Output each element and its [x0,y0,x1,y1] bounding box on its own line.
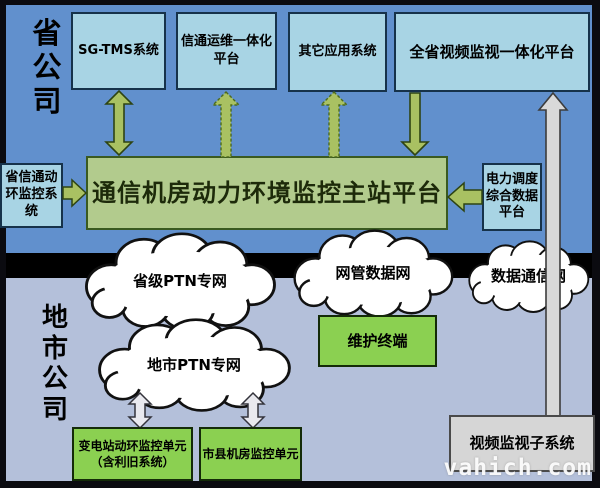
arrow-bidirectional-county-icon [240,391,266,430]
watermark: vahich.com [443,455,592,481]
main-platform-label: 通信机房动力环境监控主站平台 [92,178,442,207]
arrow-down-video-platform-icon [400,92,430,157]
arrow-right-left-system-icon [62,178,88,208]
network-cloud-label: 数据通信网 [490,266,566,285]
arrow-left-right-system-icon [446,181,483,213]
system-box-label: 信通运维一体化 平台 [180,34,272,67]
frame-border-bottom [0,481,600,488]
unit-box-label: 视频监视子系统 [469,434,575,453]
unit-box-county-room-monitor: 市县机房监控单元 [199,427,302,481]
section-label-province: 省公司 [32,16,62,119]
system-box-sg-tms: SG-TMS系统 [71,12,166,90]
system-box-other-apps: 其它应用系统 [288,12,387,92]
arrow-bidirectional-sgtms-icon [104,89,134,157]
network-cloud-provincial-ptn: 省级PTN专网 [75,232,285,332]
system-box-label: 电力调度 综合数据 平台 [485,171,538,221]
network-cloud-city-ptn: 地市PTN专网 [88,318,300,413]
system-box-province-ict-env-monitor: 省信通动 环监控系 统 [0,163,63,228]
frame-border-right [592,0,600,488]
network-cloud-label: 网管数据网 [335,263,411,282]
section-label-city: 地市公司 [41,303,68,426]
unit-box-substation-env-monitor: 变电站动环监控单元 （含利旧系统） [72,427,193,481]
main-platform-box: 通信机房动力环境监控主站平台 [86,156,448,230]
unit-box-maintenance-terminal: 维护终端 [318,315,437,367]
system-box-label: 其它应用系统 [298,44,377,60]
network-cloud-data-comm: 数据通信网 [462,240,595,314]
unit-box-label: 市县机房监控单元 [202,446,299,461]
frame-border-left [0,0,6,488]
system-box-power-dispatch-data-platform: 电力调度 综合数据 平台 [482,163,542,231]
system-box-ict-om-platform: 信通运维一体化 平台 [176,12,277,90]
network-cloud-label: 地市PTN专网 [147,355,241,374]
system-box-label: 全省视频监视一体化平台 [409,42,575,61]
unit-box-label: 变电站动环监控单元 （含利旧系统） [78,438,187,469]
arrow-up-video-to-platform-icon [537,91,569,419]
system-box-label: SG-TMS系统 [78,43,159,59]
unit-box-label: 维护终端 [347,331,408,350]
arrow-bidirectional-substation-icon [127,391,153,430]
system-box-provincial-video-platform: 全省视频监视一体化平台 [394,12,590,92]
arrow-up-dashed-other-apps-icon [319,91,349,158]
system-box-label: 省信通动 环监控系 统 [5,170,58,219]
arrow-up-dashed-ict-om-icon [211,91,241,158]
network-cloud-label: 省级PTN专网 [133,271,227,290]
frame-border-top [0,0,600,5]
network-cloud-nms-data: 网管数据网 [285,229,461,319]
unit-box-video-subsystem: 视频监视子系统 [449,415,595,472]
